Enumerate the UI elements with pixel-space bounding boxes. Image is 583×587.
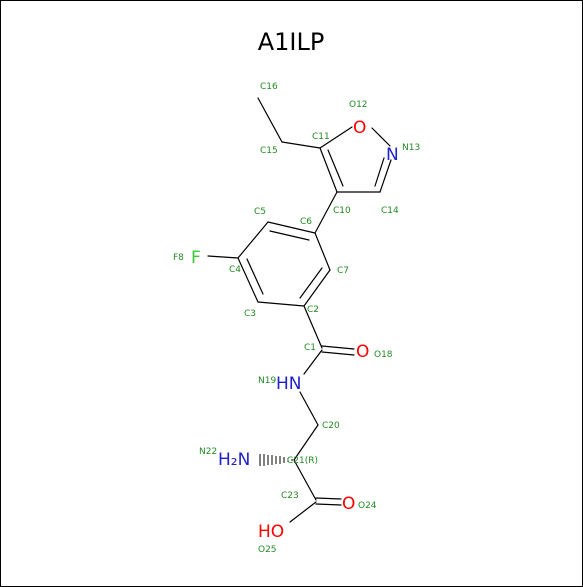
ring-oxygen-symbol: O (353, 118, 366, 138)
atom-label-o12: O12 (349, 100, 368, 110)
atom-label-f8: F8 (173, 253, 184, 263)
bond-c1-o18-double (321, 351, 355, 356)
bond-c4-f8 (207, 255, 239, 259)
bond-layer (207, 97, 392, 523)
bond-c15-c11 (281, 141, 321, 149)
bond-o12-n13 (371, 127, 391, 147)
bond-c4-c3-double (246, 258, 264, 295)
bond-c11-o12 (319, 126, 353, 149)
fluorine-symbol: F (191, 248, 201, 268)
atom-label-c20: C20 (322, 421, 340, 431)
atom-label-c6: C6 (300, 217, 312, 227)
atom-label-o24: O24 (358, 501, 377, 511)
atom-label-c1: C1 (304, 343, 316, 353)
bond-n13-c14-double (374, 157, 385, 187)
amine-nh2-symbol: H₂N (218, 450, 250, 470)
bond-c10-c6 (314, 191, 338, 234)
acid-oxygen-symbol: O (342, 494, 355, 514)
atom-label-c2: C2 (307, 305, 319, 315)
atom-label-o25: O25 (258, 545, 277, 555)
atom-label-c7: C7 (337, 266, 349, 276)
bond-n19-c20 (299, 391, 319, 426)
hashed-wedge-c21-n22 (259, 454, 293, 466)
atom-label-c5: C5 (254, 207, 266, 217)
bond-c21-c23 (293, 459, 317, 501)
bond-c1-o18 (321, 345, 355, 350)
bond-c23-o25 (289, 501, 317, 523)
atom-label-c11: C11 (312, 132, 330, 142)
molecule-title: A1ILP (258, 28, 325, 56)
bond-c4-c3 (237, 257, 259, 303)
bond-c2-c7 (303, 269, 331, 307)
bond-c6-c5-double (269, 230, 310, 241)
bond-n13-c14 (379, 159, 392, 193)
bond-c2-c7-double (299, 267, 323, 299)
atom-labels: C16 O12 C11 N13 C15 C10 C14 C5 C6 F8 C4 … (173, 82, 420, 555)
atom-label-n22: N22 (199, 447, 217, 457)
element-symbols: F O N O HN H₂N O HO (191, 118, 399, 542)
atom-label-c14: C14 (381, 206, 399, 216)
bond-c20-c21 (293, 424, 319, 461)
bond-c16-c15 (257, 97, 283, 143)
atom-label-c16: C16 (260, 82, 278, 92)
atom-label-c21: C21(R) (287, 456, 318, 466)
atom-label-n19: N19 (258, 376, 276, 386)
bond-c10-c11 (319, 147, 338, 193)
bond-c6-c5 (267, 221, 316, 234)
bond-c23-o24 (315, 497, 342, 500)
atom-label-c4: C4 (229, 265, 241, 275)
atom-label-c23: C23 (281, 491, 299, 501)
atom-label-o18: O18 (374, 350, 393, 360)
bond-c1-n19 (303, 349, 323, 375)
atom-label-c15: C15 (260, 146, 278, 156)
ring-nitrogen-symbol: N (386, 145, 399, 165)
hydroxyl-symbol: HO (258, 522, 284, 542)
amide-oxygen-symbol: O (356, 342, 369, 362)
atom-label-n13: N13 (402, 143, 420, 153)
atom-label-c3: C3 (244, 309, 256, 319)
bond-c10-c11-double (327, 149, 344, 187)
bond-c23-o24-double (315, 503, 342, 506)
amide-nh-symbol: HN (276, 374, 302, 394)
bond-c7-c6 (314, 232, 331, 271)
bond-c5-c4 (237, 221, 269, 259)
bond-c2-c1 (303, 305, 323, 349)
atom-label-c10: C10 (333, 206, 351, 216)
bond-c3-c2 (257, 301, 305, 307)
